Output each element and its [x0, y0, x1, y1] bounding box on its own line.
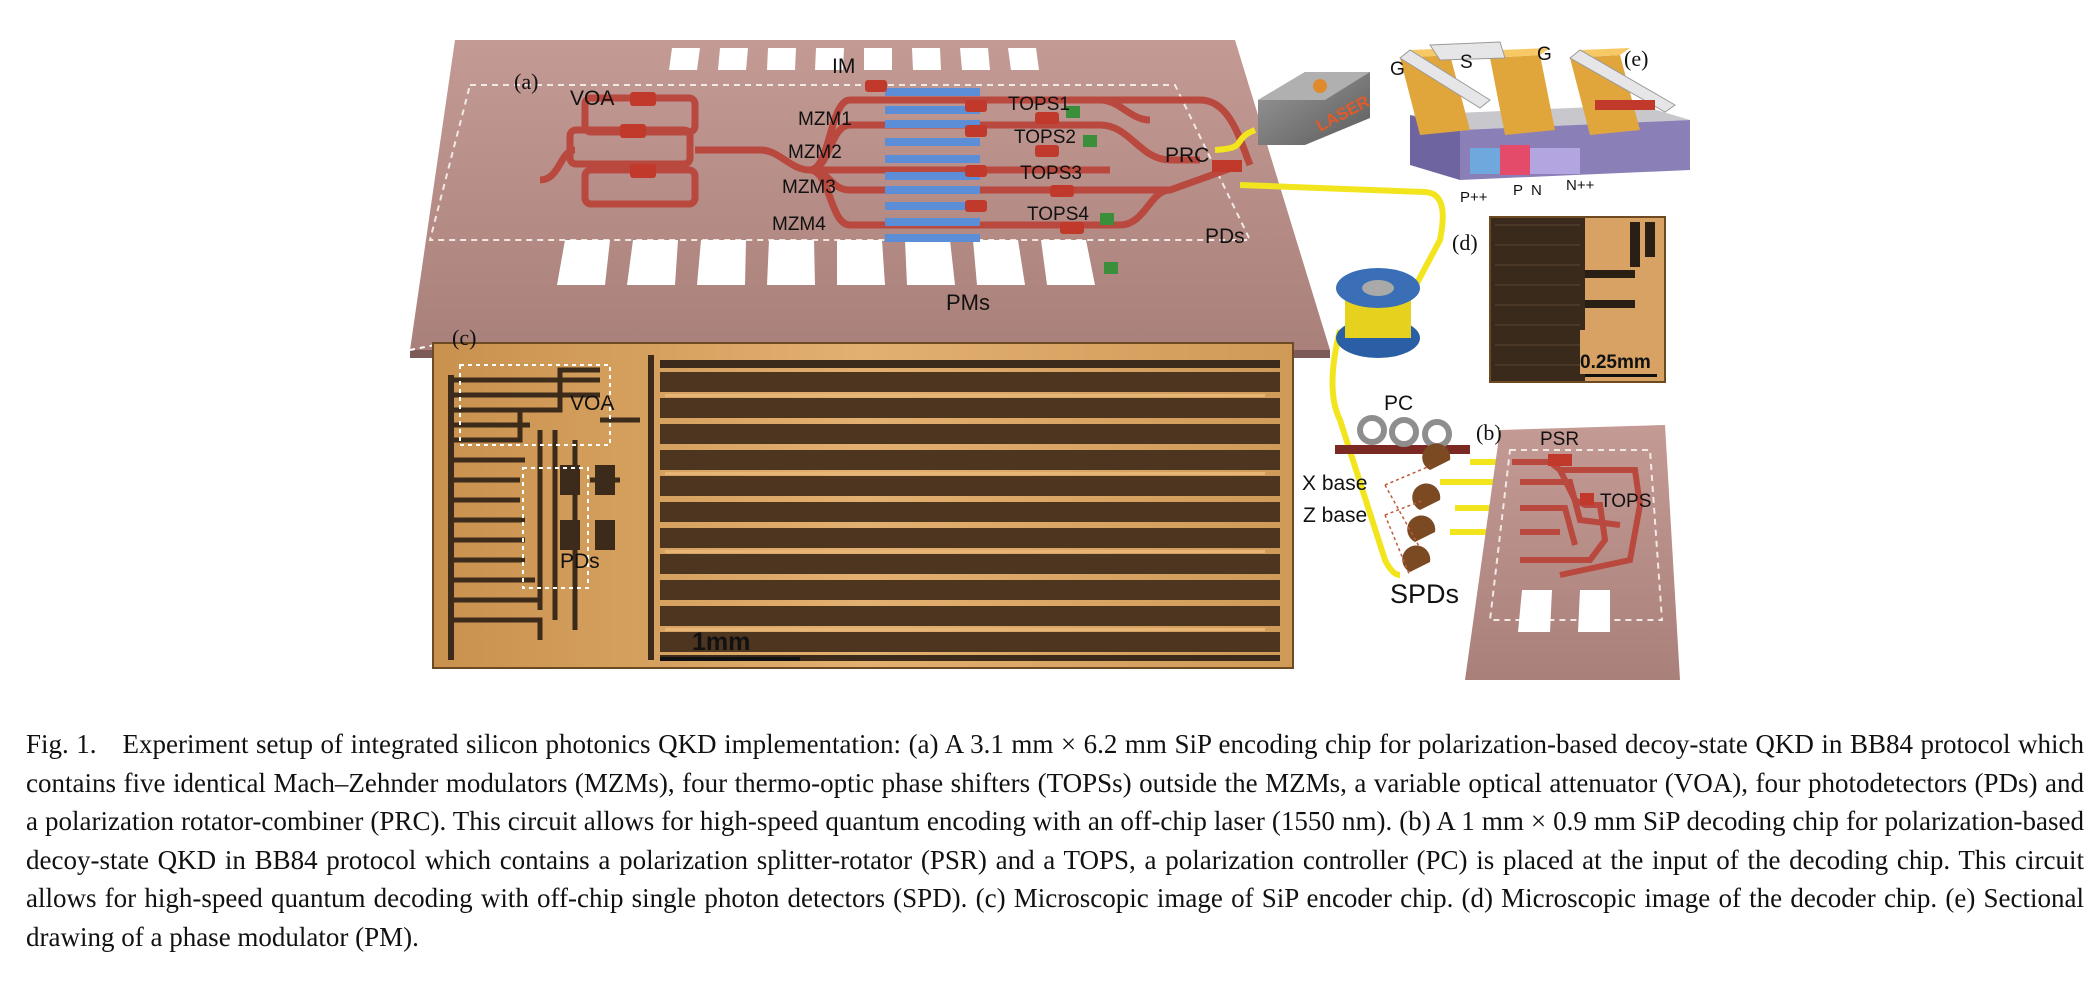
psr-label: PSR [1540, 429, 1579, 450]
electrode-s-label: S [1460, 52, 1473, 73]
mzm2-label: MZM2 [788, 142, 842, 163]
panel-c-tag: (c) [452, 325, 476, 350]
laser-source: LASER [1258, 72, 1373, 145]
tops-heaters [865, 80, 1084, 234]
mzm3-label: MZM3 [782, 177, 836, 198]
fiber-spool [1336, 268, 1420, 358]
photodetectors [1066, 106, 1118, 274]
figure-number: Fig. 1. [26, 729, 97, 759]
im-label: IM [832, 55, 855, 78]
panel-a-encoding-chip: (a) VOA IM MZM1 MZM2 MZM3 MZM4 TOPS1 TOP… [410, 40, 1330, 358]
caption-text: Experiment setup of integrated silicon p… [26, 729, 2084, 952]
pm-pads [557, 240, 1095, 285]
encoder-rails [660, 360, 1280, 661]
doping-n-label: N [1531, 182, 1542, 199]
mzm1-label: MZM1 [798, 109, 852, 130]
panel-b-tag: (b) [1476, 420, 1502, 445]
electrode-g1-label: G [1390, 59, 1405, 80]
mzm-electrodes [885, 88, 980, 242]
panel-b-decoding-chip: (b) PSR TOPS [1465, 420, 1680, 680]
voa-label: VOA [570, 87, 614, 110]
tops4-label: TOPS4 [1027, 204, 1089, 225]
spd-detectors [1402, 443, 1451, 572]
panel-a-tag: (a) [514, 69, 538, 94]
micro-pds-label: PDs [560, 550, 600, 573]
spds-label: SPDs [1390, 579, 1459, 609]
doping-p-label: P [1513, 182, 1523, 199]
doping-ppp-label: P++ [1460, 189, 1488, 206]
zoom-guides [409, 344, 1666, 431]
scale-bar-1mm-label: 1mm [692, 628, 750, 656]
x-base-label: X base [1302, 472, 1367, 495]
chip-dashed-outline [428, 84, 1252, 241]
panel-e-tag: (e) [1624, 46, 1648, 71]
doping-npp-label: N++ [1566, 177, 1595, 194]
figure-caption: Fig. 1.Experiment setup of integrated si… [26, 725, 2084, 956]
mzm4-label: MZM4 [772, 214, 826, 235]
tops2-label: TOPS2 [1014, 127, 1076, 148]
z-base-label: Z base [1303, 504, 1367, 527]
panel-c-microscope-encoder: (c) VOA PDs 1mm [432, 325, 1294, 669]
top-pads [669, 48, 1039, 70]
figure-illustration: (a) VOA IM MZM1 MZM2 MZM3 MZM4 TOPS1 TOP… [409, 40, 1690, 680]
micro-image-d-dark [1490, 217, 1585, 382]
tops-label: TOPS [1600, 491, 1651, 512]
pc-label: PC [1384, 392, 1413, 415]
scale-bar-025mm [1585, 374, 1657, 377]
mzm-waveguides [808, 96, 1254, 229]
scale-bar-1mm [660, 657, 800, 661]
prc-label: PRC [1165, 144, 1209, 167]
micro-voa-label: VOA [570, 392, 614, 415]
pds-label: PDs [1205, 225, 1245, 248]
panel-d-microscope-decoder: (d) 0.25mm [1452, 216, 1666, 383]
panel-e-phase-modulator-section: (e) G S G P++ P N N++ [1390, 41, 1690, 206]
scale-bar-025mm-label: 0.25mm [1580, 352, 1651, 373]
electrodes [1400, 48, 1640, 135]
tops1-label: TOPS1 [1008, 94, 1070, 115]
panel-d-tag: (d) [1452, 230, 1478, 255]
basis-leader-lines [1384, 465, 1431, 577]
electrode-g2-label: G [1537, 44, 1552, 65]
pms-label: PMs [946, 290, 990, 315]
prc-coupler [1212, 160, 1242, 172]
polarization-controller [1335, 415, 1470, 454]
decoding-chip-body [1465, 425, 1680, 680]
tops3-label: TOPS3 [1020, 163, 1082, 184]
